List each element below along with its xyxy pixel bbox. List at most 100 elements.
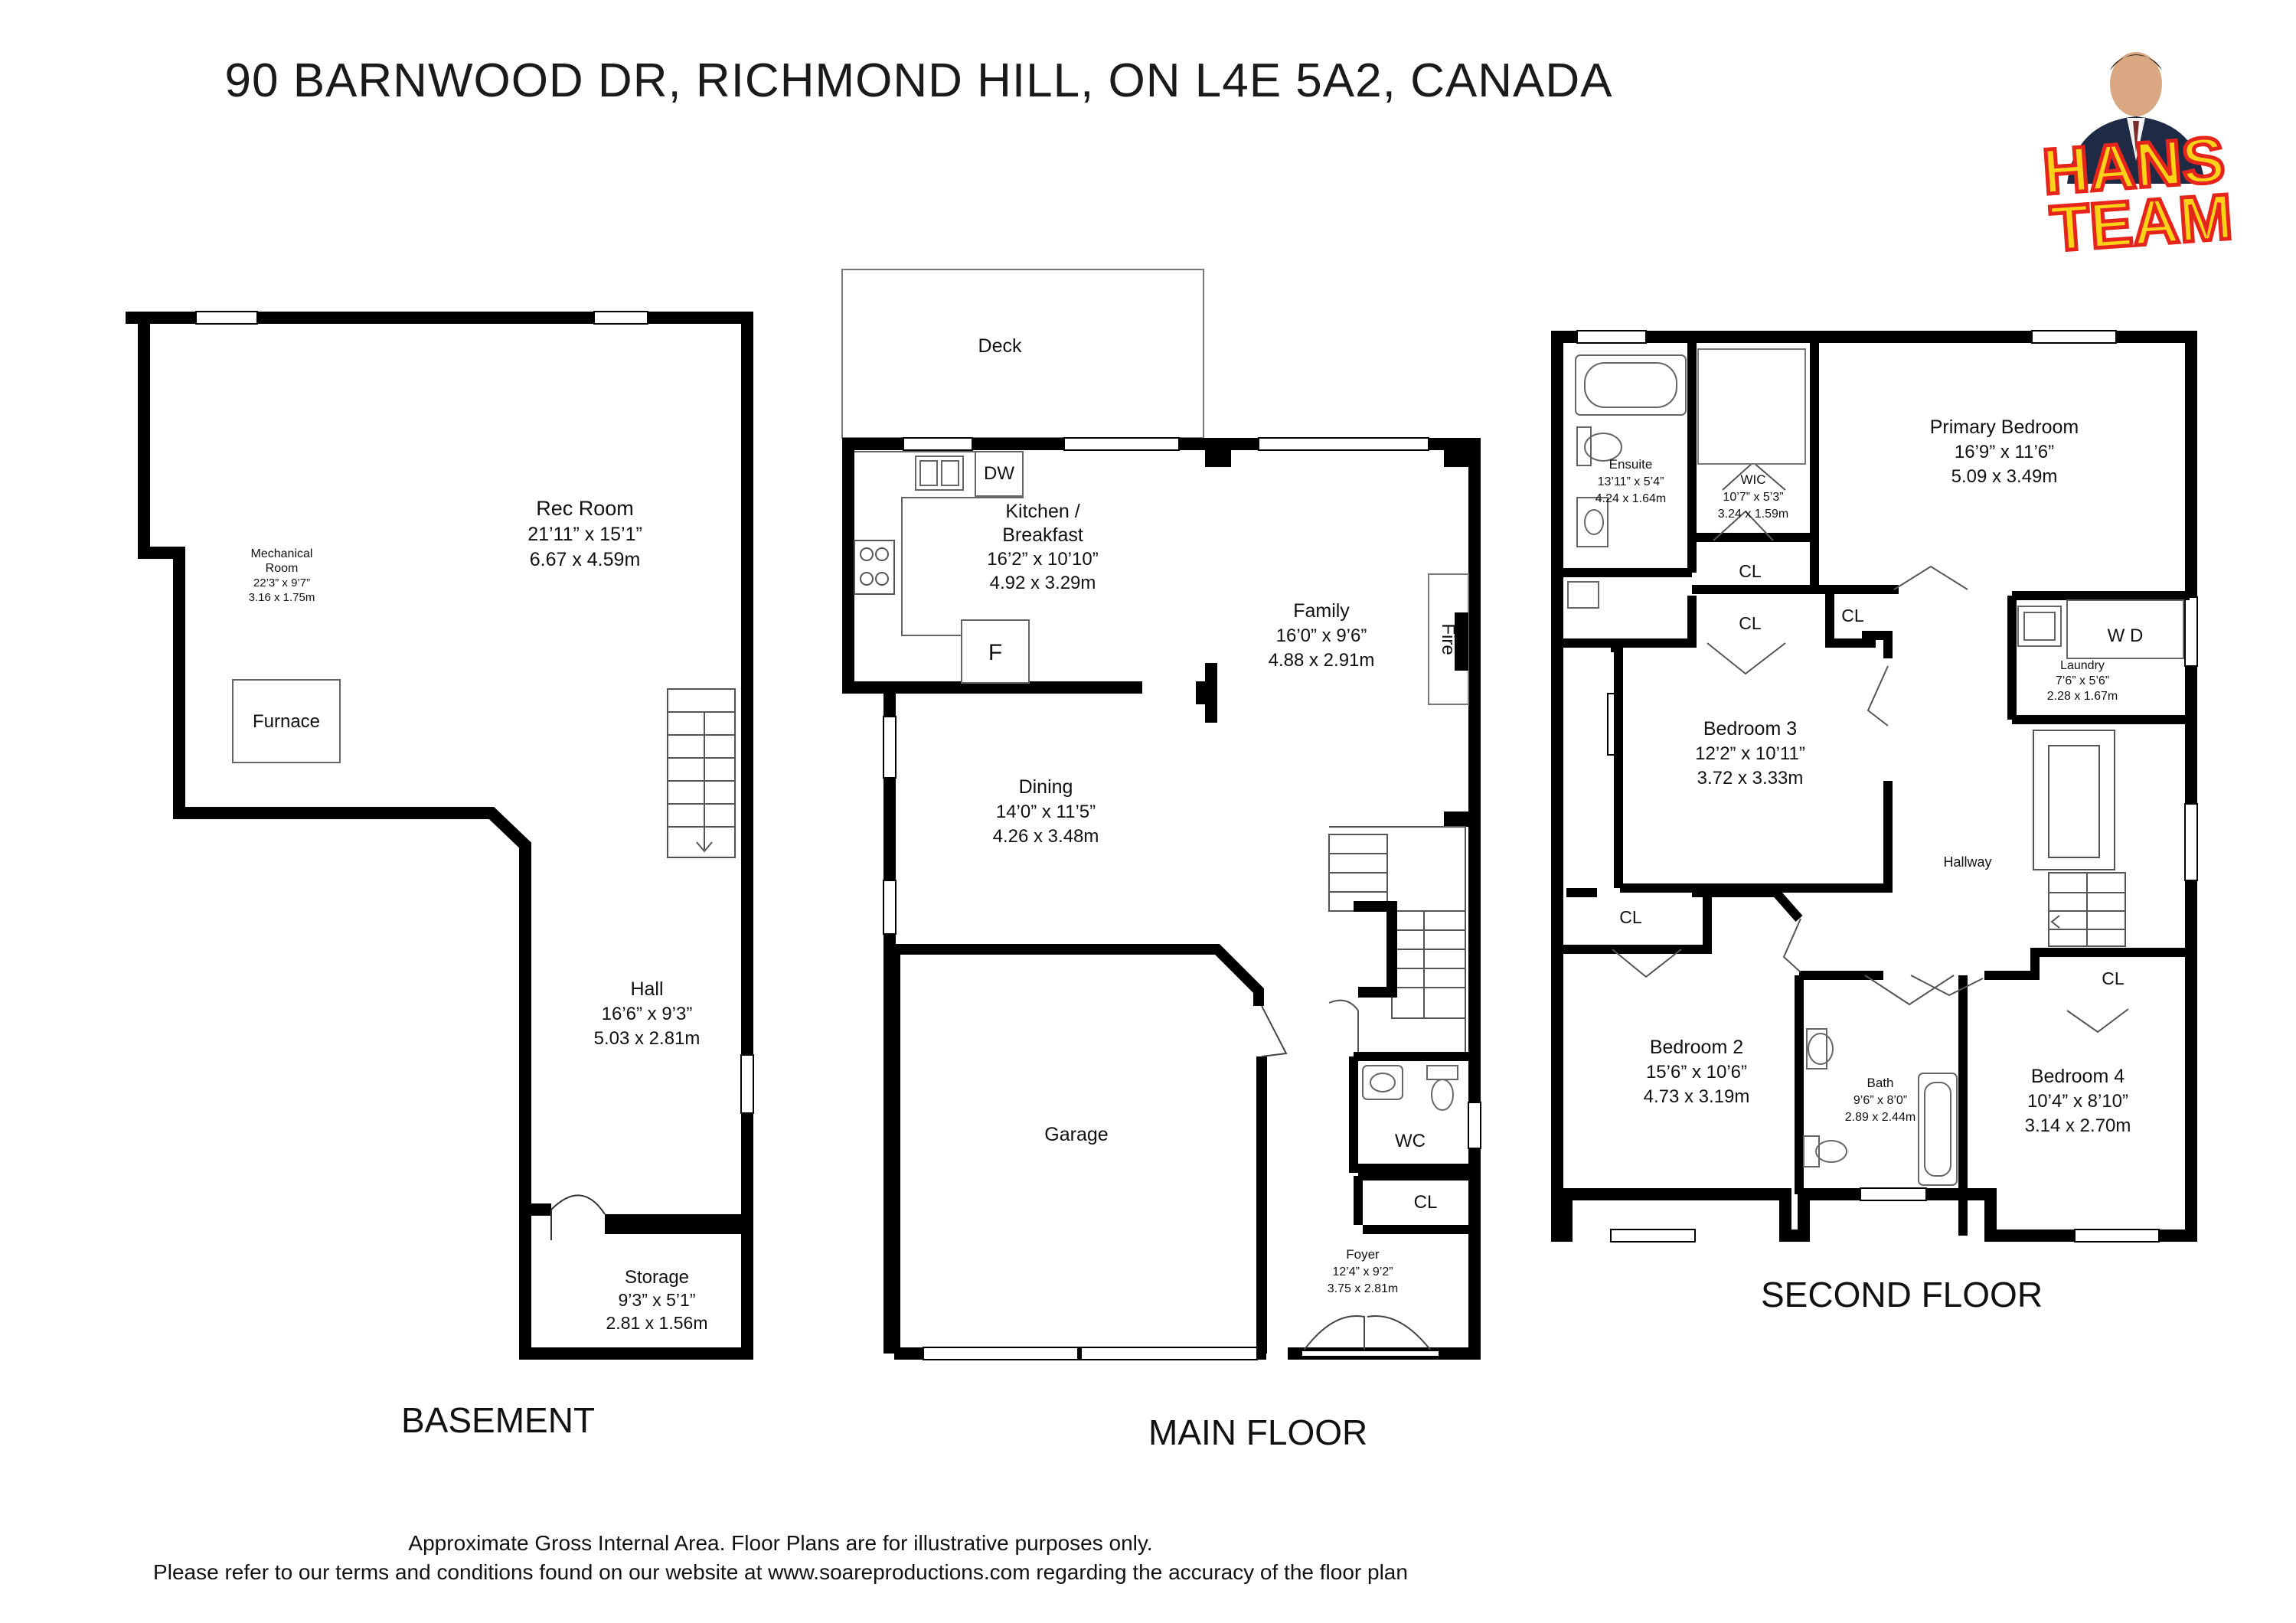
second-stairs	[2033, 730, 2126, 947]
agent-photo-icon: HANS TEAM	[2038, 52, 2237, 266]
kitchen-name-1: Kitchen /	[1005, 501, 1079, 522]
garage-walls	[890, 944, 1267, 1354]
bath-imperial: 9’6” x 8’0”	[1853, 1094, 1907, 1107]
dishwasher	[975, 451, 1024, 497]
foyer-closet	[1354, 1171, 1475, 1234]
kitchen-metric: 4.92 x 3.29m	[990, 573, 1096, 593]
dw-label: DW	[984, 463, 1014, 484]
basement-stairs	[667, 688, 736, 858]
laundry-imperial: 7’6” x 5’6”	[2056, 674, 2109, 687]
bed3-cl-label: CL	[1739, 613, 1762, 633]
window	[195, 311, 258, 325]
wic-imperial: 10’7” x 5’3”	[1723, 491, 1783, 504]
window	[1860, 1187, 1927, 1201]
bed4-cl-label: CL	[2102, 968, 2125, 988]
storage-imperial: 9’3” x 5’1”	[619, 1290, 696, 1310]
ensuite-name: Ensuite	[1609, 457, 1653, 472]
bedroom2-name: Bedroom 2	[1650, 1037, 1743, 1058]
bedroom2-metric: 4.73 x 3.19m	[1644, 1086, 1750, 1107]
family-imperial: 16’0” x 9’6”	[1276, 625, 1367, 646]
window	[883, 716, 897, 779]
window	[1468, 1102, 1481, 1149]
furnace-label: Furnace	[253, 711, 320, 732]
stove-icon	[854, 540, 895, 595]
window	[903, 437, 973, 451]
hall-imperial: 16’6” x 9’3”	[602, 1004, 693, 1024]
window	[2031, 330, 2117, 344]
door-swing	[550, 1194, 606, 1240]
brand-logo: HANS TEAM	[2013, 31, 2258, 266]
window	[883, 880, 897, 935]
hall-name: Hall	[630, 978, 663, 1000]
basement-floor: Furnace Rec Room 21’11” x 15’1” 6.67 x 4…	[126, 311, 754, 1360]
foyer-imperial: 12’4” x 9’2”	[1332, 1265, 1393, 1278]
deck-area	[841, 269, 1204, 439]
second-floor-label: SECOND FLOOR	[1761, 1275, 2043, 1314]
foyer-door-swing	[1261, 1005, 1288, 1057]
bedroom4-imperial: 10’4” x 8’10”	[2027, 1091, 2128, 1112]
basement-walls	[126, 312, 753, 1360]
laundry-metric: 2.28 x 1.67m	[2047, 690, 2118, 703]
second-interior-walls	[1557, 343, 2191, 1236]
bed2-cl-label: CL	[1619, 907, 1642, 927]
storage-wall	[605, 1214, 747, 1234]
family-name: Family	[1293, 600, 1350, 622]
wic-closet	[1697, 348, 1806, 465]
window	[1576, 330, 1647, 344]
window	[2184, 803, 2198, 881]
door-swings	[1612, 461, 2129, 1034]
primary-name: Primary Bedroom	[1930, 416, 2079, 438]
washer-dryer	[2066, 599, 2184, 659]
dining-name: Dining	[1019, 776, 1073, 798]
window	[1610, 1229, 1696, 1243]
stair-enclosure	[1354, 901, 1397, 998]
furnace-unit	[232, 679, 341, 763]
wd-label: W D	[2108, 625, 2144, 646]
bedroom3-imperial: 12’2” x 10’11”	[1695, 743, 1805, 764]
bath-fixtures	[1803, 1028, 1958, 1186]
rec-room-name: Rec Room	[536, 497, 634, 520]
window	[1258, 437, 1429, 451]
wic-cl-label: CL	[1739, 561, 1762, 581]
column	[1444, 812, 1475, 827]
window	[1063, 437, 1180, 451]
column	[1205, 444, 1231, 467]
ensuite-imperial: 13’11” x 5’4”	[1598, 475, 1664, 488]
small-cl-label: CL	[1841, 606, 1864, 625]
kitchen-name-2: Breakfast	[1002, 524, 1083, 546]
main-cl-label: CL	[1414, 1192, 1438, 1213]
family-metric: 4.88 x 2.91m	[1269, 650, 1375, 671]
footer-line-2: Please refer to our terms and conditions…	[153, 1560, 1408, 1584]
primary-metric: 5.09 x 3.49m	[1951, 466, 2058, 487]
wc-label: WC	[1395, 1131, 1426, 1151]
bedroom3-metric: 3.72 x 3.33m	[1697, 768, 1804, 789]
kitchen-imperial: 16’2” x 10’10”	[987, 549, 1098, 570]
window	[593, 311, 648, 325]
mechanical-imperial: 22’3” x 9’7”	[253, 576, 310, 589]
window	[740, 1054, 754, 1114]
hall-metric: 5.03 x 2.81m	[594, 1028, 701, 1049]
foyer-name: Foyer	[1346, 1247, 1380, 1262]
bath-name: Bath	[1867, 1076, 1894, 1090]
logo-text-hans: HANS	[2040, 123, 2227, 207]
fridge-label: F	[988, 640, 1002, 665]
main-floor: Deck DW	[841, 269, 1481, 1360]
rec-room-imperial: 21’11” x 15’1”	[527, 524, 642, 545]
dining-metric: 4.26 x 3.48m	[993, 826, 1099, 847]
wc-fixtures	[1362, 1065, 1458, 1111]
main-floor-label: MAIN FLOOR	[1148, 1412, 1368, 1452]
basement-label: BASEMENT	[401, 1400, 596, 1440]
sink-icon	[915, 456, 964, 491]
bedroom2-imperial: 15’6” x 10’6”	[1646, 1062, 1747, 1083]
garage-name: Garage	[1044, 1124, 1108, 1145]
window	[2184, 596, 2198, 667]
foyer-metric: 3.75 x 2.81m	[1328, 1282, 1399, 1295]
bedroom3-name: Bedroom 3	[1703, 718, 1797, 740]
column	[1196, 681, 1211, 704]
bedroom4-metric: 3.14 x 2.70m	[2025, 1115, 2131, 1136]
page-title: 90 BARNWOOD DR, RICHMOND HILL, ON L4E 5A…	[224, 54, 1613, 107]
rec-room-metric: 6.67 x 4.59m	[530, 549, 641, 570]
footer-line-1: Approximate Gross Internal Area. Floor P…	[408, 1531, 1153, 1555]
storage-metric: 2.81 x 1.56m	[606, 1313, 708, 1333]
